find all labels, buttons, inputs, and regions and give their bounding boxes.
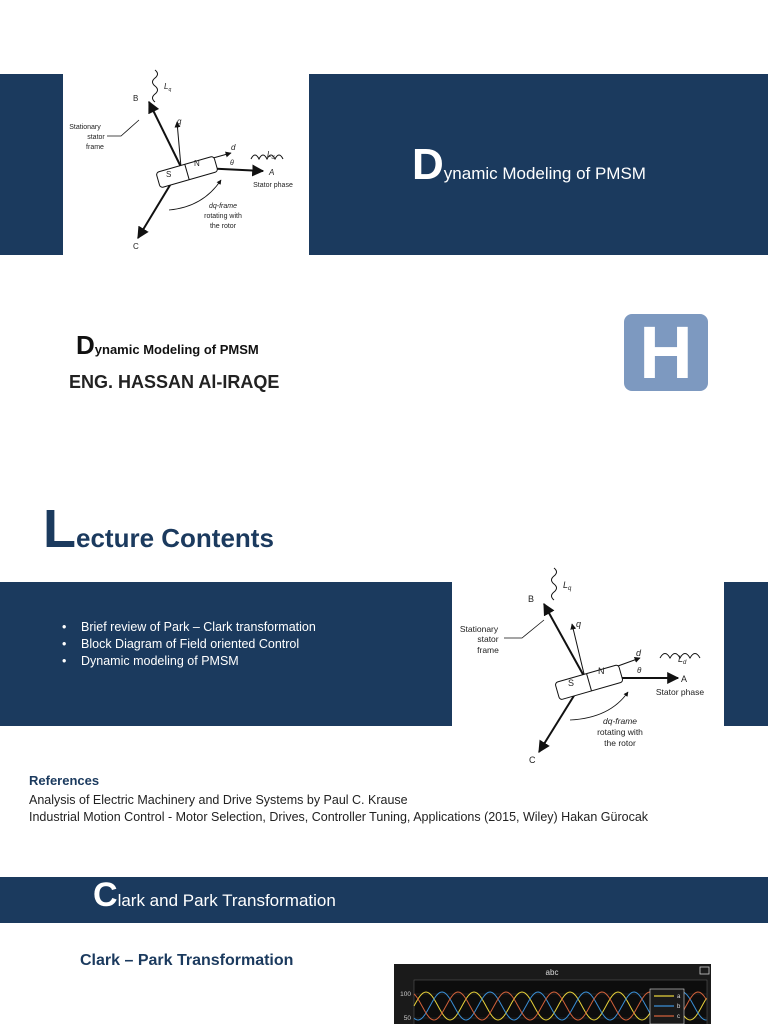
label-stationary-1: Stationary [69,124,101,131]
label-dq-2: rotating with [597,727,643,737]
label-theta: θ [637,666,642,675]
axis-b [148,100,182,168]
title-dropcap: D [412,140,444,189]
label-s: S [166,170,171,179]
lecture-dropcap: L [43,499,76,559]
label-stationary-3: frame [86,144,104,151]
axis-q [570,623,586,679]
h-logo-icon: H [624,314,708,391]
section-rest: lark and Park Transformation [117,891,336,910]
contents-side-bar [724,582,768,726]
label-b: B [528,594,534,604]
label-dq-1: dq-frame [209,203,237,210]
label-lq: Lq [164,82,171,93]
reference-item: Analysis of Electric Machinery and Drive… [29,793,408,807]
section-dropcap: C [93,876,118,914]
label-b: B [133,94,138,103]
label-d: d [636,648,642,658]
subtitle: Dynamic Modeling of PMSM [76,330,259,361]
label-q: q [177,117,182,126]
reference-item: Industrial Motion Control - Motor Select… [29,810,649,824]
coil-d-icon [659,653,701,660]
label-q: q [576,619,581,629]
list-item: Block Diagram of Field oriented Control [62,636,316,653]
label-lq: Lq [563,580,572,592]
axis-q [174,121,182,168]
label-stator-phase: Stator phase [253,182,293,189]
label-dq-2: rotating with [204,213,242,220]
list-item: Dynamic modeling of PMSM [62,653,316,670]
label-stationary-3: frame [477,645,499,655]
plot-title: abc [546,968,559,977]
y-tick-label: 100 [400,991,411,998]
y-tick-label: 50 [404,1015,412,1022]
label-ld: Ld [267,150,274,161]
section-banner [0,877,768,923]
references-heading: References [29,773,100,788]
label-a: A [681,674,687,684]
label-dq-3: the rotor [604,738,636,748]
section-heading: Clark and Park Transformation [93,876,336,915]
legend-a: a [677,994,681,1000]
label-theta: θ [230,160,234,167]
label-dq-1: dq-frame [603,716,637,726]
coil-q-icon [551,567,557,601]
section-subheading: Clark – Park Transformation [80,952,294,969]
title-rest: ynamic Modeling of PMSM [443,164,646,183]
list-item: Brief review of Park – Clark transformat… [62,619,316,636]
subtitle-dropcap: D [76,330,95,360]
label-n: N [194,159,200,168]
label-c: C [133,242,139,251]
label-stationary-2: stator [477,634,498,644]
legend-b: b [677,1004,681,1010]
label-d: d [231,143,236,152]
contents-list: Brief review of Park – Clark transformat… [62,619,316,670]
rotor-magnet [555,664,624,700]
abc-plot: abc 100 50 a b c [394,964,711,1024]
axis-b [543,602,586,679]
plot-maximize-icon[interactable] [699,966,710,975]
title-heading: Dynamic Modeling of PMSM [412,140,646,190]
label-dq-3: the rotor [210,223,237,230]
subtitle-rest: ynamic Modeling of PMSM [94,342,259,357]
rotor-magnet [156,156,218,188]
label-n: N [598,666,605,676]
legend-c: c [677,1014,680,1020]
label-stationary-1: Stationary [460,624,499,634]
coil-d-icon [250,154,284,161]
coil-q-icon [152,69,158,103]
dq-frame-diagram: S N A B C q d θ Lq Ld Stationary stator … [63,62,309,255]
lecture-rest: ecture Contents [76,523,274,553]
label-stator-phase: Stator phase [656,687,704,697]
dq-frame-diagram-2: S N A B C q d θ Lq Ld Stationary stator … [452,562,724,770]
label-a: A [268,168,274,177]
label-stationary-2: stator [87,134,105,141]
label-ld: Ld [678,654,687,666]
lecture-heading: Lecture Contents [43,498,274,560]
label-c: C [529,755,536,765]
author-name: ENG. HASSAN Al-IRAQE [69,372,280,392]
label-s: S [568,678,574,688]
